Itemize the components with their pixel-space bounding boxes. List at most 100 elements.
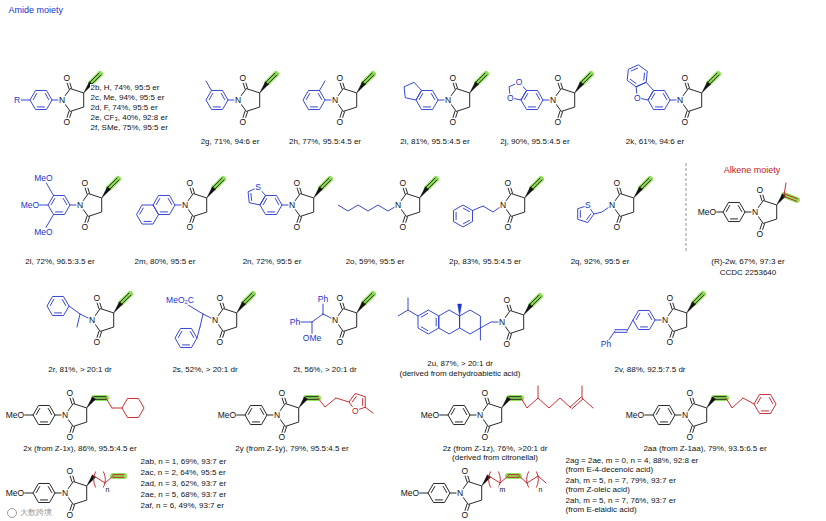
bond [94,396,106,397]
atom-label: O [66,433,74,442]
bond [423,106,430,107]
bond [213,106,220,107]
bond [40,499,47,500]
bond [363,293,372,302]
bond [581,73,590,82]
atom-label: R [13,96,20,105]
atom-label: N [58,96,65,105]
bond [627,320,633,331]
bond-path [460,310,481,334]
bond [40,421,47,422]
wedge-bond [777,194,786,205]
bond [738,205,742,211]
atom-label: N [61,489,68,498]
bond [318,93,322,99]
bond-path [754,394,776,413]
bond [508,477,519,478]
atom-label: N [288,201,295,210]
bond [120,293,129,302]
atom-label: O [278,389,286,398]
bond [421,313,428,317]
bond [463,220,469,224]
atom-label: N [499,201,506,210]
atom-label: O [686,433,694,442]
bond-path [122,398,144,417]
bond-path [448,405,470,424]
caption: (derived from dehydroabietic acid) [399,370,521,378]
caption: 2b, H, 74%, 95:5 er [90,84,160,92]
bond [363,73,372,82]
atom-label: O [481,433,489,442]
bond [663,93,667,99]
atom-label: N [549,96,556,105]
bond [419,93,423,99]
bond [365,407,373,413]
atom-label: O [681,74,689,83]
caption: 2ah, m = 5, n = 7, 76%, 93:7 er [565,497,676,505]
bond [108,178,117,187]
atom-label: MeO [420,411,439,420]
bond-path [723,202,745,221]
bond [248,408,252,414]
atom-label: N [444,96,451,105]
atom-label: O [756,230,764,239]
atom-label: O [399,179,407,188]
bond [708,73,717,82]
bond [431,486,435,492]
bracket [527,472,529,488]
alkene-highlight-bar [321,179,330,188]
bond [426,178,435,187]
bond [693,293,702,302]
caption: 2p, 83%, 95.5:4.5 er [448,258,521,266]
atom-label: O [449,118,457,127]
wedge-bond [357,82,366,93]
atom-label: MeO [34,228,53,237]
bond [209,93,213,99]
bond [538,386,539,398]
atom-label: N [476,411,483,420]
caption: 2d, F, 74%, 95:5 er [90,104,158,112]
atom-label: O [503,340,511,349]
atom-label: O [239,74,247,83]
section-heading: Amide moiety [8,6,64,15]
bond [636,313,640,319]
bond [106,398,112,408]
atom-label: O [66,467,74,476]
atom-label: O [461,511,469,520]
bond [587,214,591,219]
wedge-bond [260,82,269,93]
bond [243,293,252,302]
atom-label: O [336,118,344,127]
caption: (derived from citronellal) [452,454,539,462]
bond-path [726,398,743,408]
section-heading: Alkene moiety [723,166,781,175]
bond-path [175,328,197,347]
bond [743,398,754,404]
caption: 2l, 72%, 96.5:3.5 er [25,258,95,266]
caption: 2ac, n = 2, 64%, 95:5 er [140,469,226,477]
bond-path [398,310,418,316]
atom-label: S [255,183,262,192]
bond [714,396,726,397]
atom-label: O [293,223,301,232]
bond [168,198,172,204]
alkene-highlight-bar [364,294,373,303]
subscript-label: n [538,485,543,492]
caption: 2y (from Z-1y), 79%, 95.5:4.5 er [235,445,349,453]
wedge-bond [687,302,696,313]
wedge-bond [87,397,96,408]
atom-label: O [506,93,514,102]
caption: (from E-4-decenoic acid) [565,466,654,474]
bond [631,68,637,71]
atom-label: N [498,318,505,327]
bond [197,327,200,338]
wedge-bond [707,397,716,408]
atom-label: O [351,406,359,415]
atom-label: O [756,186,764,195]
bond [436,318,437,326]
bond-path [48,195,70,214]
caption: 2ae, n = 5, 68%, 93:7 er [140,491,227,499]
caption: 2g, 71%, 94:6 er [200,138,260,146]
bond [528,106,535,107]
